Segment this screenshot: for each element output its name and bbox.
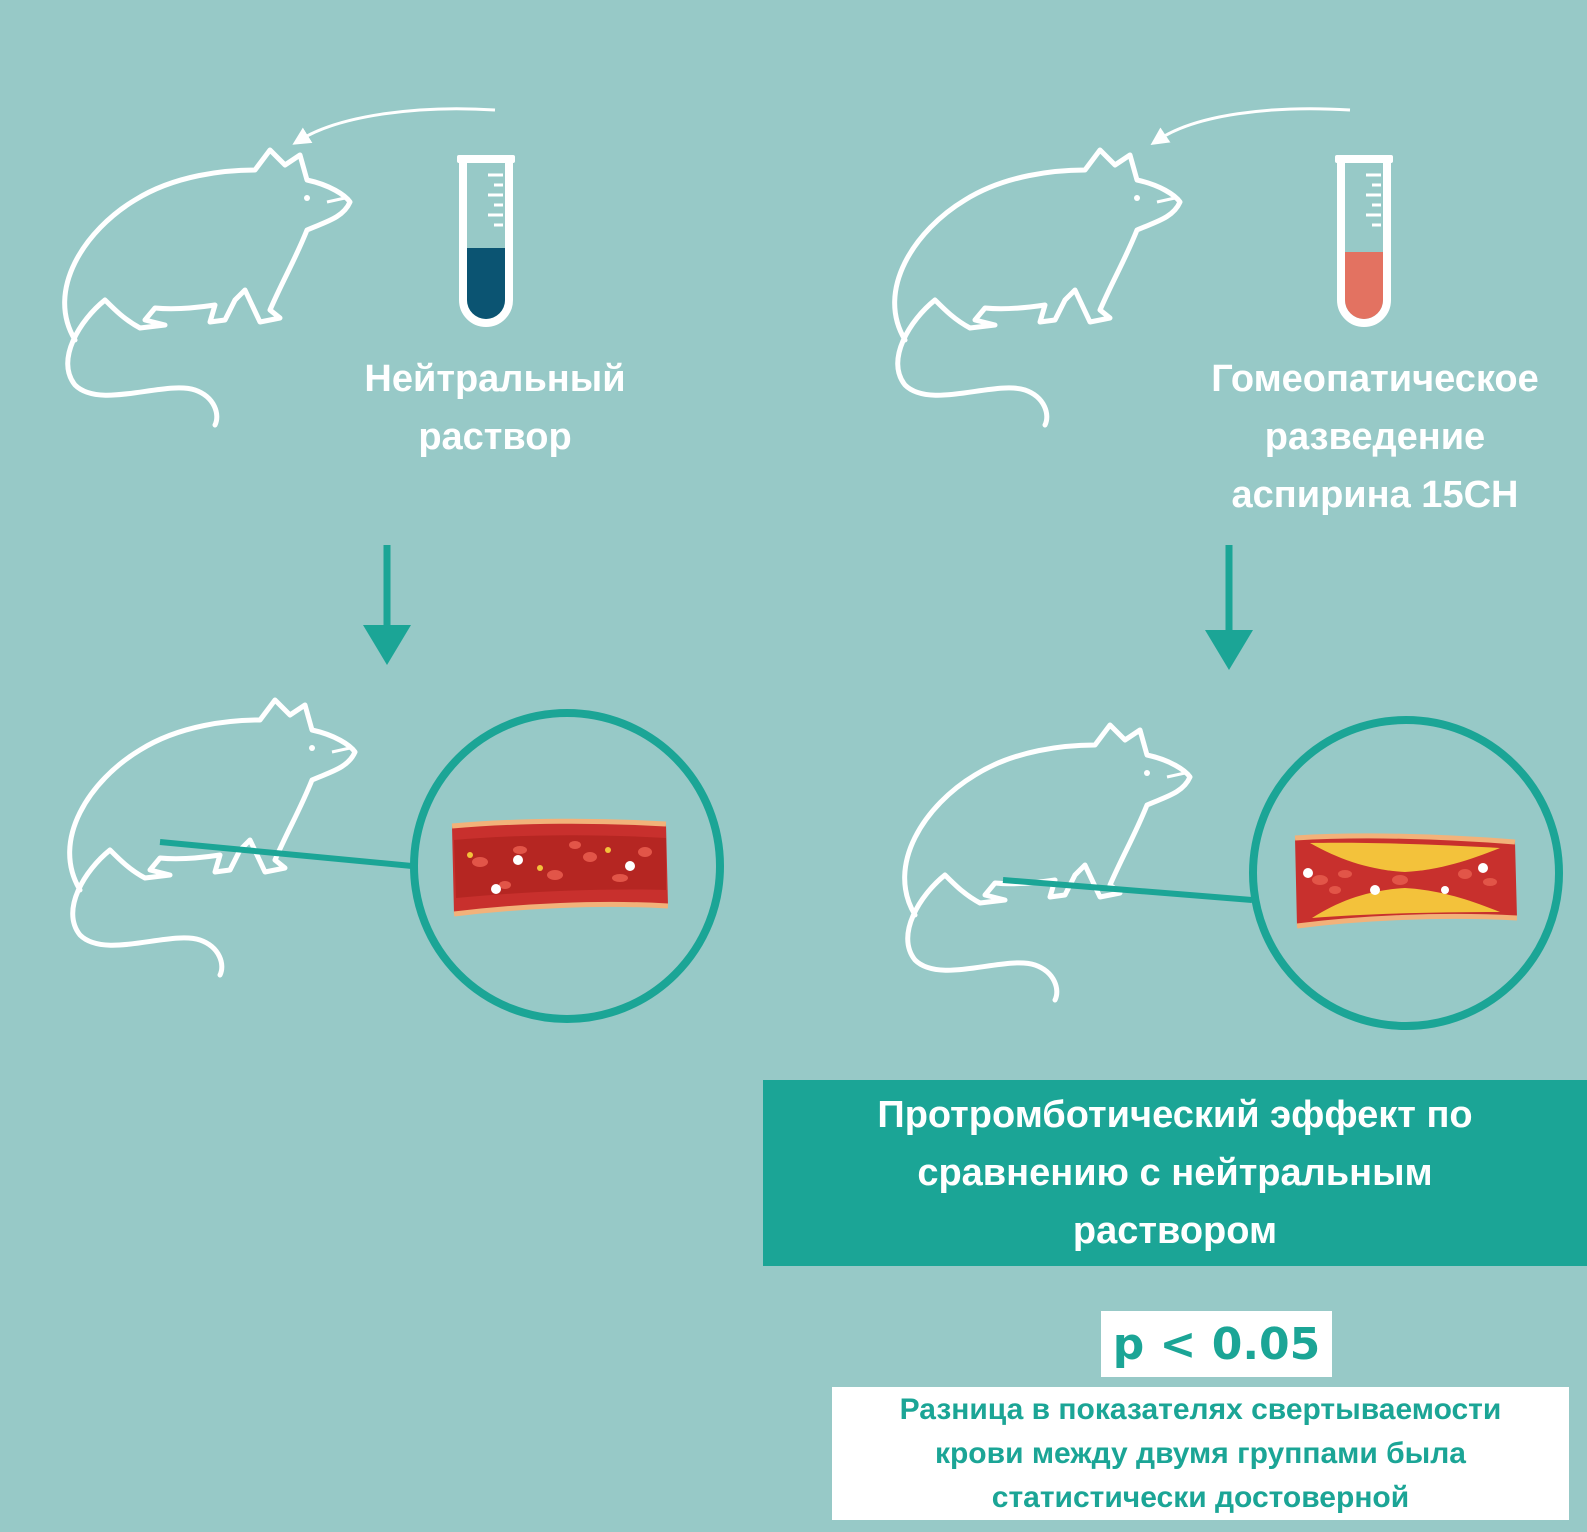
pointer-line-right [1002, 877, 1253, 903]
test-tube-aspirin-icon [1335, 155, 1393, 327]
curved-arrow-left [292, 107, 496, 145]
zoom-circle-thrombosed-vessel [1249, 716, 1563, 1030]
down-arrow-right [1205, 545, 1253, 670]
result-box: Протромботический эффект по сравнению с … [763, 1080, 1587, 1266]
neutral-solution-label: Нейтральный раствор [364, 358, 626, 458]
pointer-line-left [159, 839, 413, 869]
rat-aspirin-top [895, 150, 1180, 425]
significance-note: Разница в показателях свертываемости кро… [832, 1387, 1569, 1520]
rat-aspirin-bottom [905, 725, 1190, 1000]
zoom-circle-normal-vessel [410, 709, 724, 1023]
rat-neutral-bottom [70, 700, 355, 975]
homeopathic-dilution-label: Гомеопатическое разведение аспирина 15CH [1211, 358, 1539, 516]
p-value-badge: p < 0.05 [1101, 1311, 1332, 1377]
test-tube-neutral-icon [457, 155, 515, 327]
down-arrow-left [363, 545, 411, 665]
curved-arrow-right [1150, 107, 1351, 146]
